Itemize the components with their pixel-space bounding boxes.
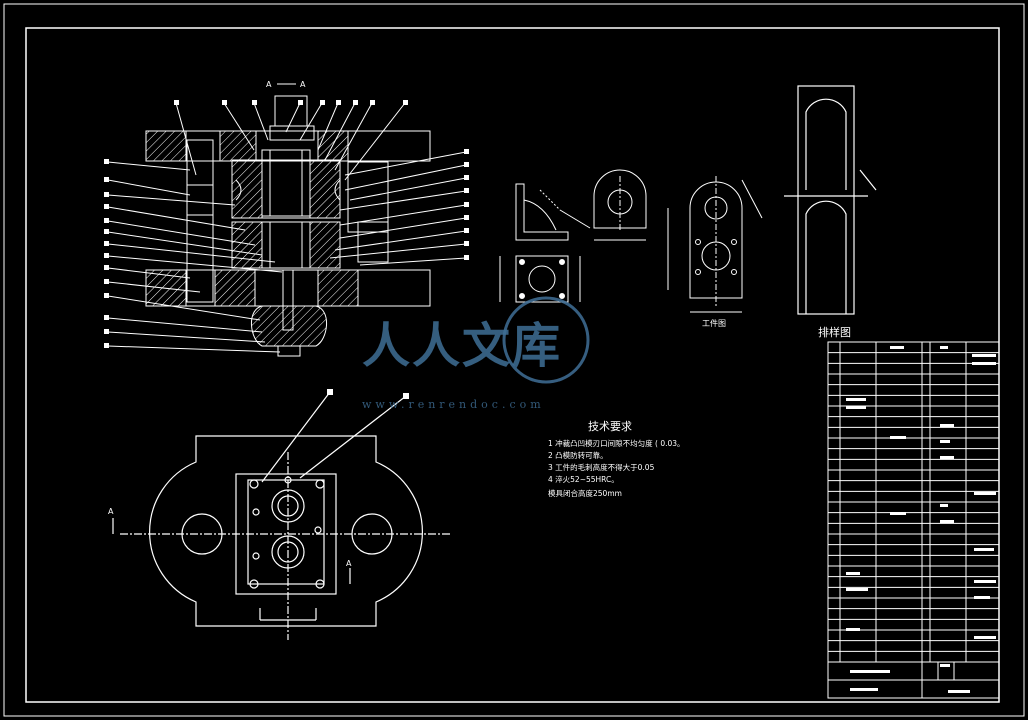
tech-item-3: 3 工件的毛刺高度不得大于0.05: [548, 462, 655, 472]
workpiece-views: 工件图: [499, 169, 763, 328]
workpiece-caption: 工件图: [702, 318, 726, 328]
watermark-logo: 人人文库: [362, 318, 562, 374]
watermark-url: www.renrendoc.com: [362, 398, 545, 411]
section-mark-left: A: [266, 80, 272, 89]
plan-mark-left: A: [108, 507, 114, 516]
layout-caption: 排样图: [818, 325, 851, 339]
parts-list-table: [827, 341, 1000, 699]
tech-item-1: 1 冲裁凸凹模刃口间隙不均匀度 ( 0.03。: [548, 438, 685, 448]
tech-item-5: 模具闭合高度250mm: [548, 488, 622, 498]
ejector-bulb: [251, 305, 327, 347]
tech-title: 技术要求: [588, 420, 632, 433]
plan-mark-right: A: [346, 559, 352, 568]
technical-requirements: 技术要求 1 冲裁凸凹模刃口间隙不均匀度 ( 0.03。 2 凸模防转可靠。 3…: [548, 420, 685, 498]
part-number-tags: [104, 100, 469, 348]
section-mark-right: A: [300, 80, 306, 89]
part-leaders: [107, 102, 467, 353]
tech-item-4: 4 淬火52~55HRC。: [548, 474, 619, 484]
section-view: A A: [104, 80, 469, 357]
plan-view: A A: [108, 389, 452, 640]
tech-item-2: 2 凸模防转可靠。: [548, 450, 608, 460]
strip-layout: 排样图: [784, 85, 877, 339]
sheet-outer-border: [3, 3, 1025, 717]
watermark: 人人文库 www.renrendoc.com: [362, 296, 590, 411]
